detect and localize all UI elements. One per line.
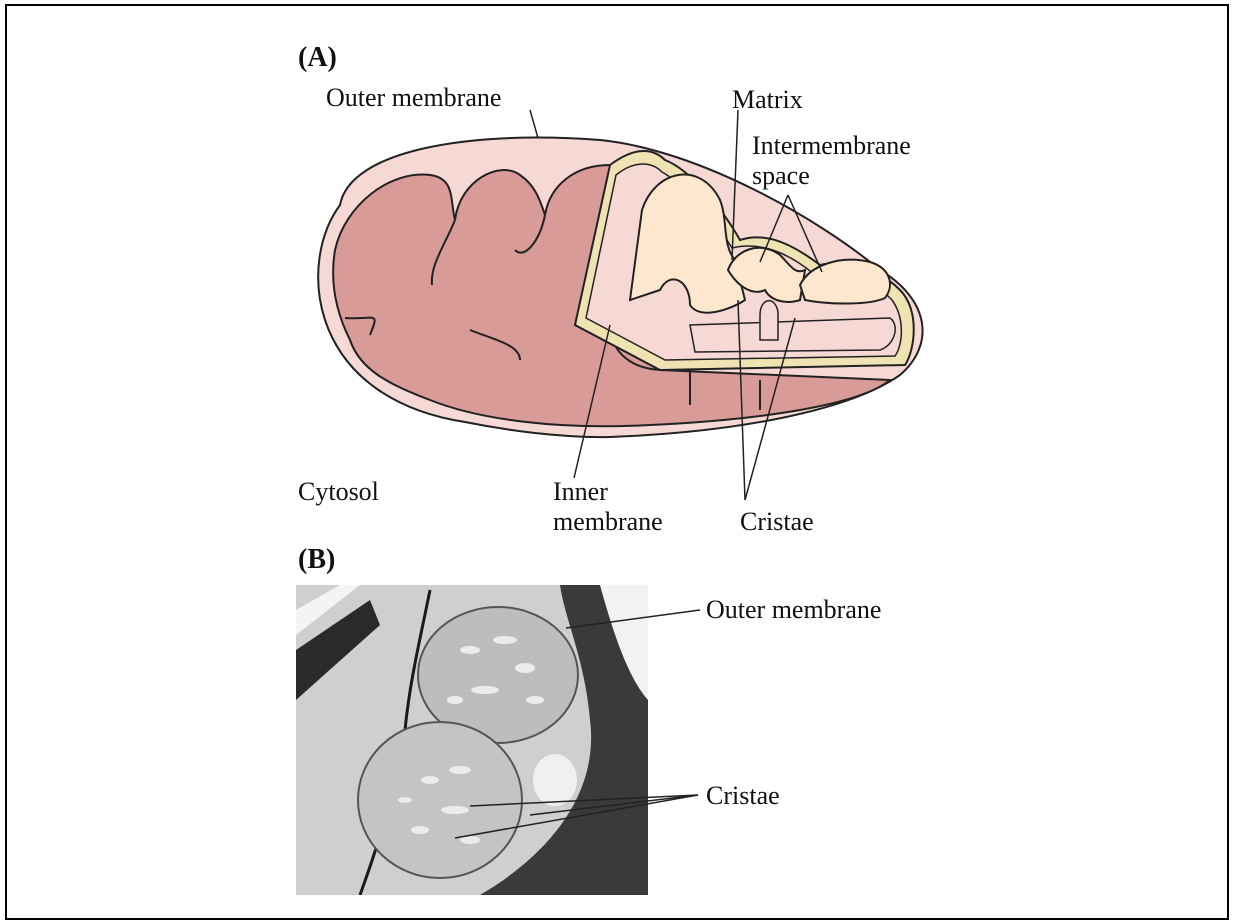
mitochondrion-lower: [358, 722, 522, 878]
label-inner-line1: Inner: [553, 478, 608, 506]
label-b-cristae: Cristae: [706, 782, 780, 810]
label-inner-line2: membrane: [553, 508, 663, 536]
label-matrix: Matrix: [732, 86, 803, 114]
label-intermembrane-line1: Intermembrane: [752, 132, 911, 160]
label-cytosol: Cytosol: [298, 478, 379, 506]
panel-a-title: (A): [298, 44, 337, 72]
label-intermembrane-line2: space: [752, 162, 810, 190]
label-b-outer-membrane: Outer membrane: [706, 596, 881, 624]
panel-b-title: (B): [298, 546, 335, 574]
label-outer-membrane: Outer membrane: [326, 84, 501, 112]
label-cristae: Cristae: [740, 508, 814, 536]
vacuole: [533, 754, 577, 806]
